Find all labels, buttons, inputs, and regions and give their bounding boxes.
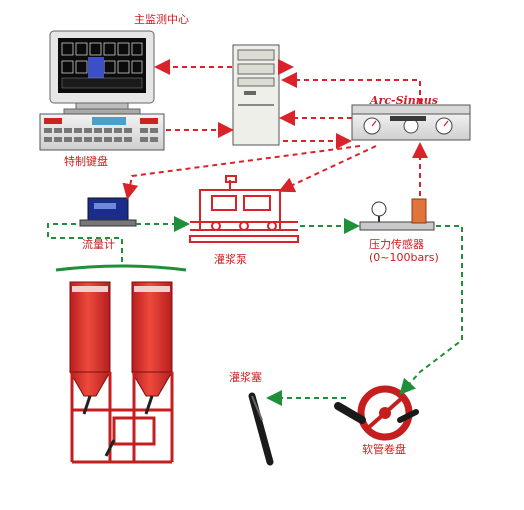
flow-meter [79,197,137,227]
sensor-range-label: (0~100bars) [369,251,439,264]
pressure-sensor [359,198,435,231]
monitor-label: 主监测中心 [134,13,189,26]
arc-sinnus-controller [351,104,471,141]
plug-label: 灌浆塞 [229,371,262,384]
signal-lines [122,59,428,200]
reel-label: 软管卷盘 [362,443,406,456]
grout-flow-lines [47,216,463,406]
flowmeter-label: 流量计 [82,238,115,251]
sensor-label: 压力传感器 [369,238,424,251]
pc-tower [232,44,280,146]
grout-plug [248,392,274,466]
grout-pump [189,175,299,243]
hose-reel [334,385,419,441]
keyboard-label: 特制键盘 [64,155,108,168]
special-keyboard [39,113,165,151]
controller-label: Arc-Sinnus [370,94,438,107]
monitor [49,30,155,115]
mixing-silos [55,264,187,464]
pump-label: 灌浆泵 [214,253,247,266]
